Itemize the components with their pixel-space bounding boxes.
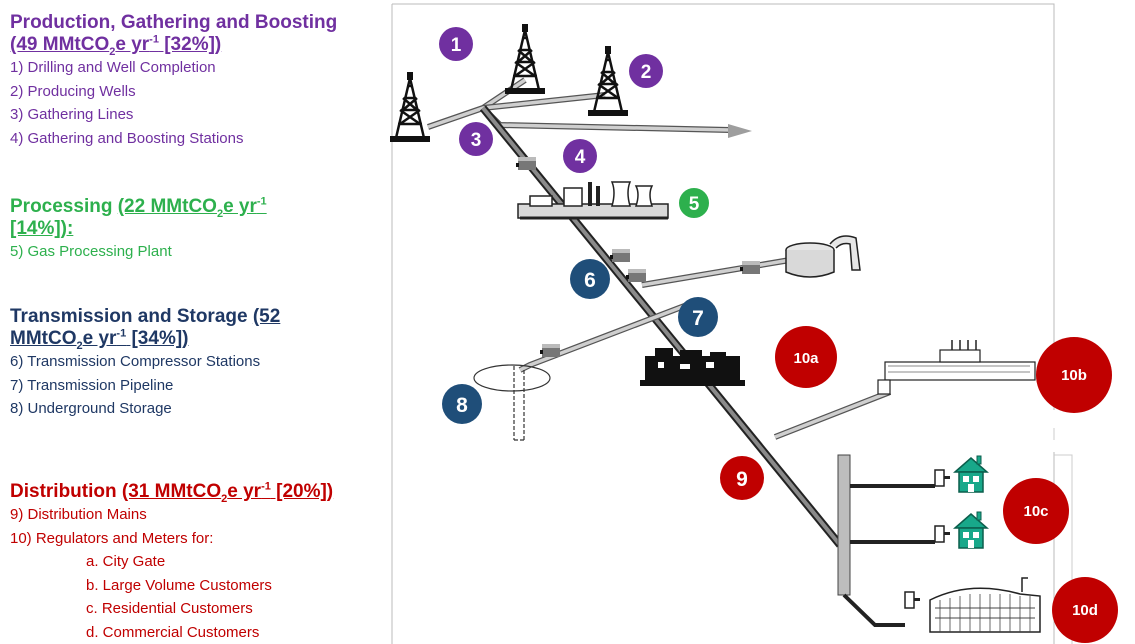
- legend-item-distribution-mains: 9) Distribution Mains: [10, 506, 147, 523]
- badge-9: 9: [720, 456, 764, 500]
- legend-item-processing-plant: 5) Gas Processing Plant: [10, 243, 172, 260]
- badge-8: 8: [442, 384, 482, 424]
- distribution-section: Distribution (31 MMtCO2e yr-1 [20%]) 9) …: [10, 481, 333, 644]
- svg-text:6: 6: [584, 269, 596, 292]
- svg-text:7: 7: [692, 307, 704, 330]
- legend-item-drilling: 1) Drilling and Well Completion: [10, 59, 216, 76]
- badge-1: 1: [439, 27, 473, 61]
- processing-emissions: (22 MMtCO2e yr-1: [117, 195, 267, 220]
- legend-panel: Production, Gathering and Boosting (49 M…: [0, 0, 380, 644]
- underground-storage-icon: [473, 364, 551, 441]
- city-gate-station-icon: [640, 348, 745, 386]
- svg-text:10b: 10b: [1061, 367, 1087, 384]
- legend-subitem-city-gate: a. City Gate: [86, 553, 166, 570]
- badge-3: 3: [459, 122, 493, 156]
- transmission-section: Transmission and Storage (52 MMtCO2e yr-…: [10, 306, 280, 421]
- svg-text:8: 8: [456, 394, 468, 417]
- boosting-station-icon: [516, 157, 536, 170]
- large-customer-factory-icon: [877, 340, 1036, 395]
- badge-6: 6: [570, 259, 610, 299]
- legend-item-regulators: 10) Regulators and Meters for:: [10, 529, 214, 547]
- compressor-station-icon: [740, 261, 760, 274]
- badge-10c: 10c: [1003, 478, 1069, 544]
- legend-item-producing-wells: 2) Producing Wells: [10, 82, 136, 100]
- compressor-station-icon: [610, 249, 630, 262]
- large-customer-branch: [773, 389, 892, 440]
- compressor-station-icon: [540, 344, 560, 357]
- legend-item-gathering-lines: 3) Gathering Lines: [10, 106, 134, 123]
- frame-line: [392, 3, 1055, 410]
- service-line-commercial: [842, 593, 905, 627]
- commercial-meter-icon: [904, 591, 921, 609]
- svg-text:10a: 10a: [793, 350, 819, 367]
- legend-item-underground-storage: 8) Underground Storage: [10, 400, 172, 417]
- distribution-title-line: Distribution (31 MMtCO2e yr-1 [20%]): [10, 480, 334, 505]
- badge-10b: 10b: [1036, 337, 1112, 413]
- legend-subitem-commercial: d. Commercial Customers: [86, 623, 260, 641]
- well-derrick-icon: [388, 70, 432, 144]
- legend-subitem-residential: c. Residential Customers: [86, 600, 253, 617]
- residential-house-icon: [954, 455, 988, 493]
- production-title: Production, Gathering and Boosting: [10, 12, 338, 33]
- legend-subitem-large-volume: b. Large Volume Customers: [86, 576, 272, 594]
- badge-2: 2: [629, 54, 663, 88]
- svg-text:4: 4: [575, 147, 586, 168]
- storage-tank-icon: [785, 235, 861, 278]
- well-derrick-icon: [586, 44, 630, 118]
- transmission-branch: [641, 257, 791, 288]
- processing-plant-icon: [517, 181, 669, 220]
- legend-item-transmission-pipeline: 7) Transmission Pipeline: [10, 376, 174, 394]
- svg-text:2: 2: [641, 62, 652, 83]
- processing-title-line: Processing (22 MMtCO2e yr-1: [10, 195, 267, 220]
- compressor-station-icon: [626, 269, 646, 282]
- commercial-building-icon: [929, 577, 1041, 633]
- residential-meter-icon: [934, 469, 951, 487]
- processing-section: Processing (22 MMtCO2e yr-1 [14%]): 5) G…: [10, 196, 267, 264]
- production-section: Production, Gathering and Boosting (49 M…: [10, 12, 337, 150]
- distribution-manifold: [837, 454, 851, 596]
- svg-text:5: 5: [689, 194, 700, 215]
- badge-7: 7: [678, 297, 718, 337]
- residential-meter-icon: [934, 525, 951, 543]
- svg-text:10c: 10c: [1023, 503, 1048, 520]
- transmission-title-line: Transmission and Storage (52: [10, 306, 281, 327]
- transmission-emissions: MMtCO2e yr-1 [34%]): [10, 327, 189, 352]
- legend-item-gathering-stations: 4) Gathering and Boosting Stations: [10, 129, 244, 147]
- pipeline-diagram: 1 2 3 4 5 6 7 8 9 10a 10b 10c: [380, 0, 1135, 644]
- processing-emissions-share: [14%]):: [10, 218, 74, 239]
- svg-text:10d: 10d: [1072, 602, 1098, 619]
- badge-5: 5: [677, 186, 711, 220]
- residential-house-icon: [954, 511, 988, 549]
- badge-10a: 10a: [775, 326, 837, 388]
- badge-4: 4: [563, 139, 597, 173]
- storage-branch: [518, 297, 702, 373]
- badge-10d: 10d: [1052, 577, 1118, 643]
- svg-text:1: 1: [451, 35, 462, 56]
- legend-item-compressor-stations: 6) Transmission Compressor Stations: [10, 353, 261, 370]
- gathering-arrowhead-icon: [728, 124, 752, 138]
- svg-text:9: 9: [736, 468, 748, 491]
- main-pipeline: [479, 105, 844, 548]
- svg-text:3: 3: [471, 130, 482, 151]
- production-emissions: (49 MMtCO2e yr-1 [32%]): [10, 33, 222, 58]
